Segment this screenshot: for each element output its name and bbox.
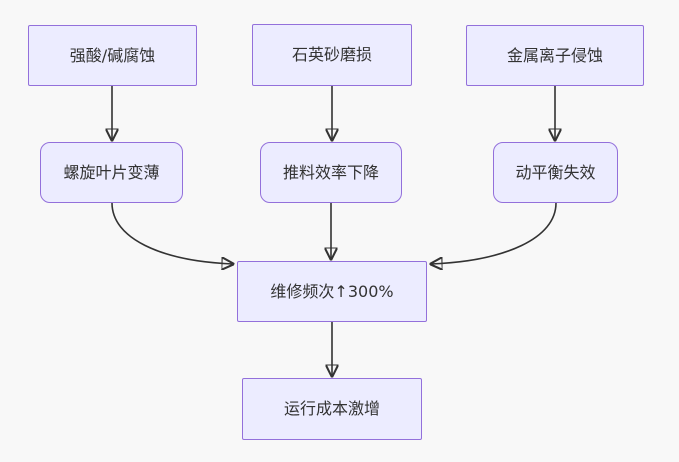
edge-balance-to-repair <box>431 202 557 264</box>
node-dynamic-balance-failure: 动平衡失效 <box>493 142 618 203</box>
edge-blade-to-repair <box>111 202 233 264</box>
node-label: 动平衡失效 <box>515 162 596 182</box>
node-label: 运行成本激增 <box>283 399 380 419</box>
node-label: 维修频次↑300% <box>270 281 394 301</box>
node-label: 强酸/碱腐蚀 <box>69 45 156 65</box>
node-spiral-blade-thinning: 螺旋叶片变薄 <box>40 142 183 203</box>
node-repair-frequency-up-300: 维修频次↑300% <box>237 261 427 322</box>
node-metal-ion-erosion: 金属离子侵蚀 <box>466 25 644 86</box>
node-acid-alkali-corrosion: 强酸/碱腐蚀 <box>28 25 197 86</box>
node-operating-cost-surge: 运行成本激增 <box>242 378 422 440</box>
node-label: 推料效率下降 <box>282 162 379 182</box>
node-label: 石英砂磨损 <box>291 45 372 65</box>
node-quartz-sand-abrasion: 石英砂磨损 <box>252 24 412 86</box>
node-label: 螺旋叶片变薄 <box>63 162 160 182</box>
node-pushing-efficiency-drop: 推料效率下降 <box>260 142 402 203</box>
node-label: 金属离子侵蚀 <box>506 45 603 65</box>
